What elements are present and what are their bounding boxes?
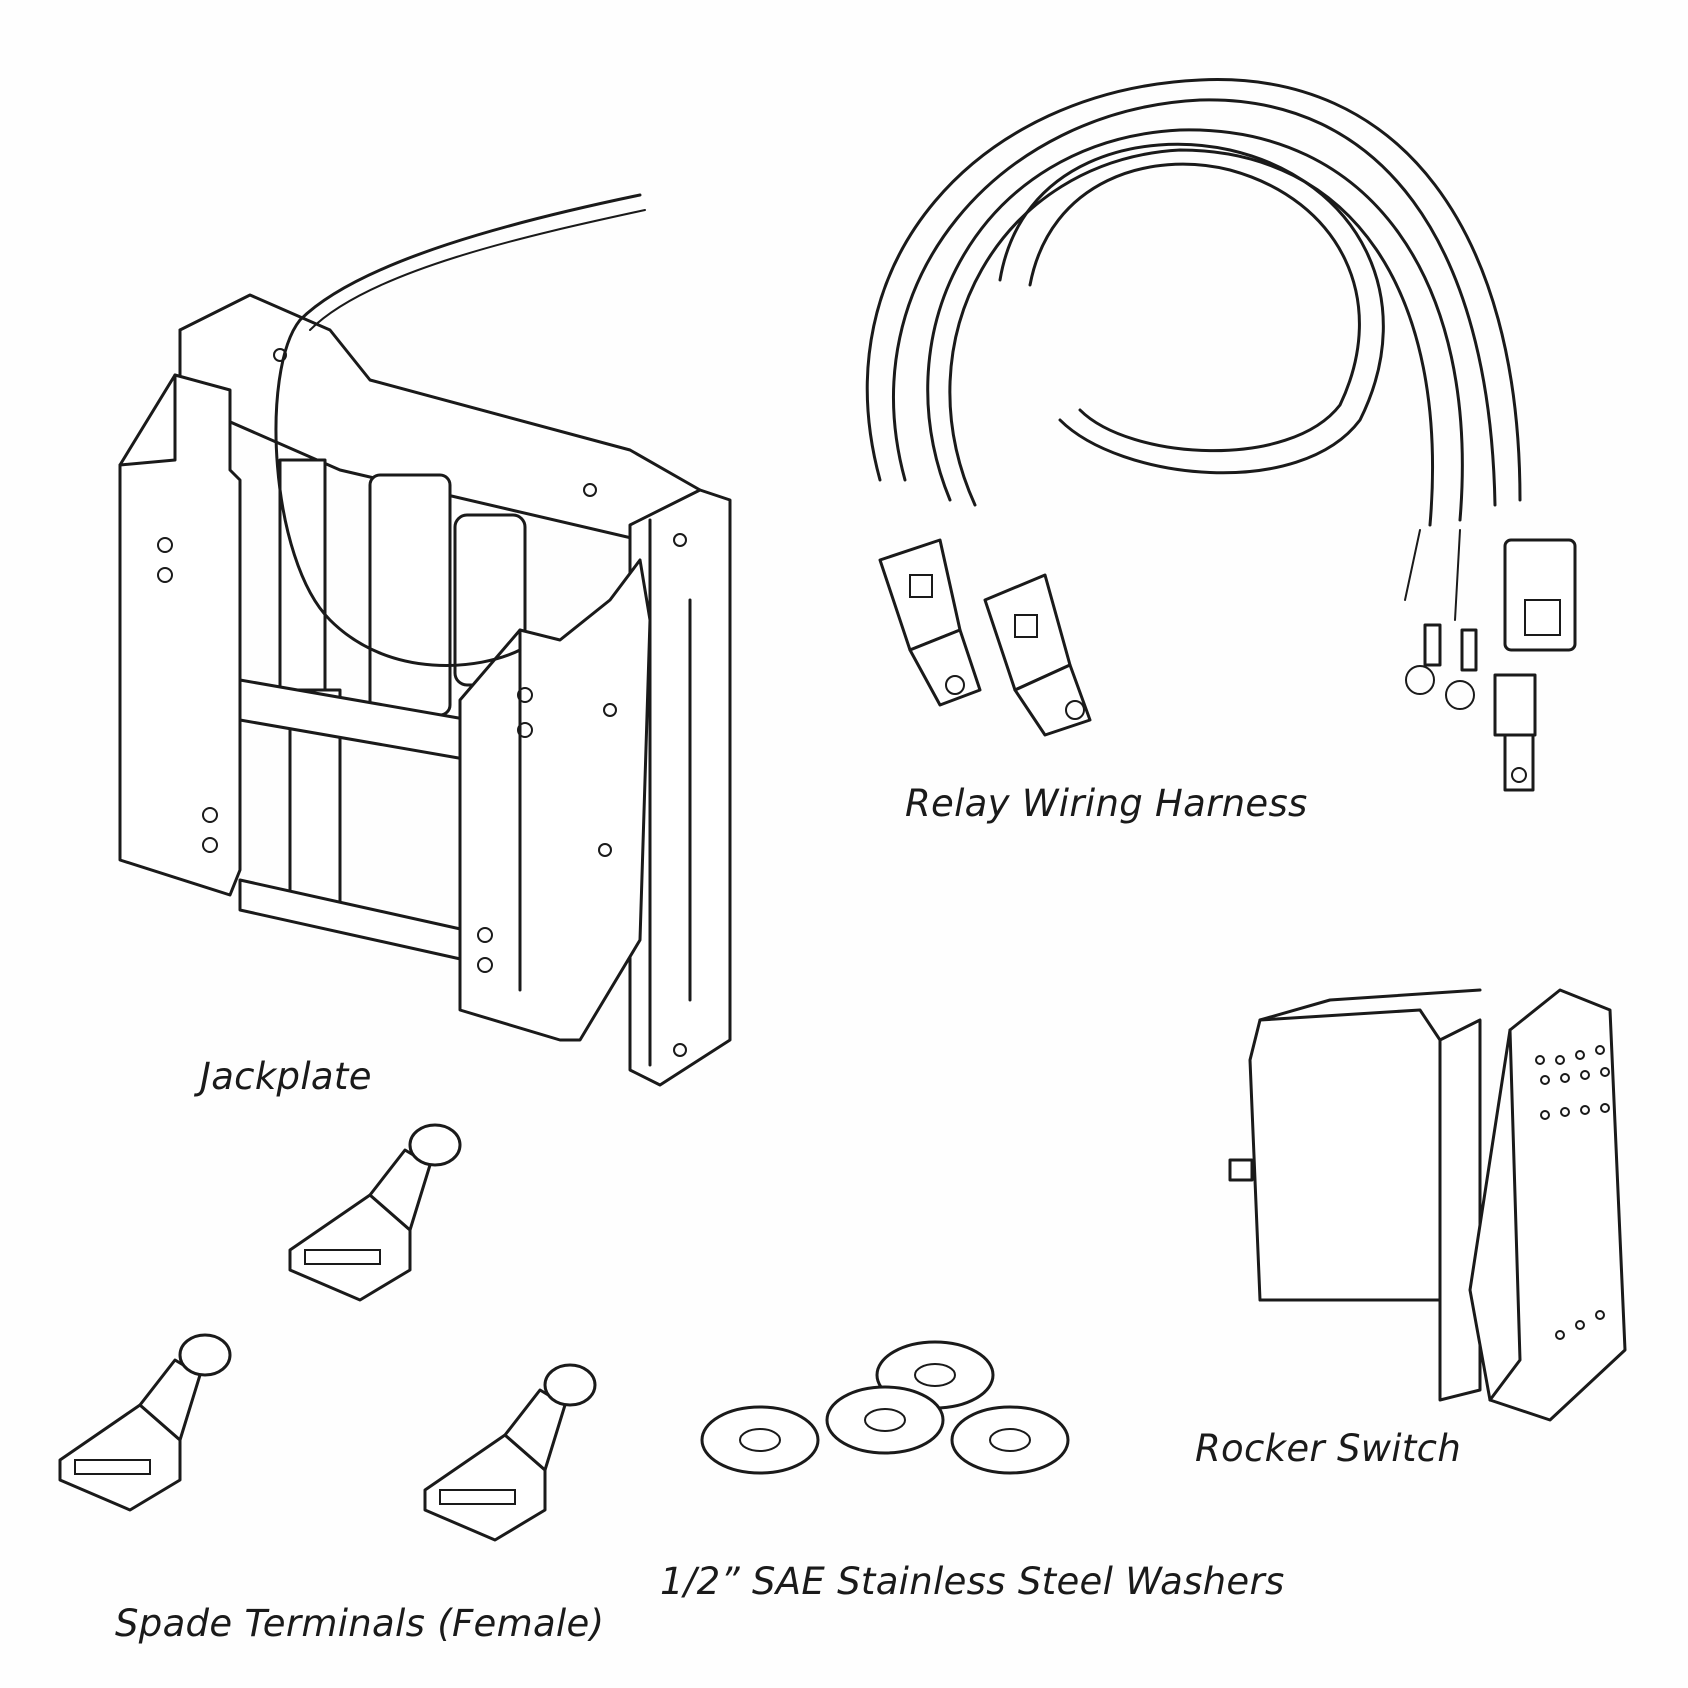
relay-harness-label: Relay Wiring Harness: [905, 782, 1308, 825]
washers-drawing: [700, 1340, 1070, 1475]
washers-label: 1/2” SAE Stainless Steel Washers: [660, 1560, 1285, 1603]
jackplate-label: Jackplate: [200, 1055, 372, 1098]
relay-harness-drawing: [865, 78, 1577, 792]
rocker-switch-drawing: [1228, 988, 1627, 1422]
spade-terminals-drawing: [58, 1123, 597, 1542]
spade-terminals-label: Spade Terminals (Female): [115, 1602, 605, 1645]
jackplate-drawing: [118, 193, 732, 1087]
rocker-switch-label: Rocker Switch: [1195, 1427, 1462, 1470]
